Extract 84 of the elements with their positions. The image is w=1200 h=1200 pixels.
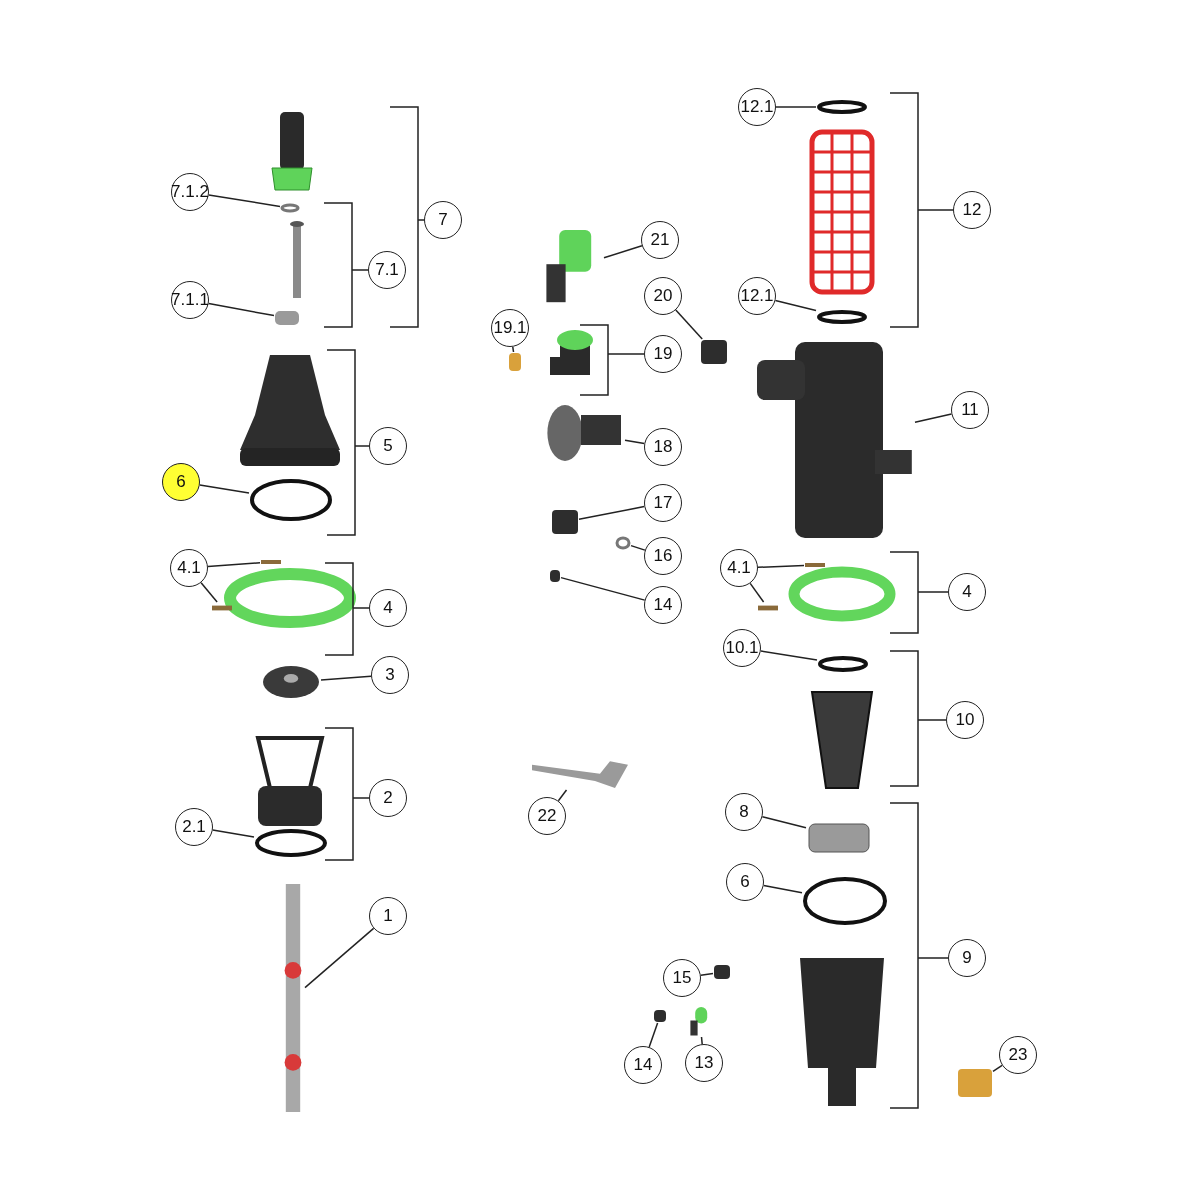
- o-ring-drawing: [249, 478, 333, 522]
- callout-number: 15: [663, 959, 701, 997]
- callout-number: 7.1.2: [171, 173, 209, 211]
- callout-number: 19: [644, 335, 682, 373]
- callout-number: 7: [424, 201, 462, 239]
- leader-line: [200, 581, 218, 603]
- o-ring-drawing: [816, 309, 868, 325]
- leader-line: [560, 576, 646, 601]
- o-ring-drawing: [802, 876, 888, 926]
- leader-line: [320, 675, 372, 681]
- plug-drawing: [700, 339, 728, 365]
- leader-line: [760, 650, 818, 661]
- leader-line: [557, 789, 568, 802]
- callout-number: 12.1: [738, 88, 776, 126]
- leader-line: [914, 413, 953, 423]
- callout-number: 23: [999, 1036, 1037, 1074]
- callout-number: 12.1: [738, 277, 776, 315]
- o-ring-drawing: [254, 828, 328, 858]
- callout-number: 5: [369, 427, 407, 465]
- disc-drawing: [261, 664, 321, 700]
- callout-number: 11: [951, 391, 989, 429]
- plug-drawing: [713, 964, 731, 980]
- callout-number: 9: [948, 939, 986, 977]
- leader-line: [578, 505, 646, 521]
- callout-number: 14: [624, 1046, 662, 1084]
- plug-drawing: [549, 569, 561, 583]
- callout-number: 1: [369, 897, 407, 935]
- fitting-drawing: [508, 352, 522, 372]
- leader-line: [749, 582, 765, 603]
- callout-number: 6: [726, 863, 764, 901]
- leader-line: [757, 564, 805, 569]
- callout-number: 4: [948, 573, 986, 611]
- callout-number: 22: [528, 797, 566, 835]
- callout-number: 20: [644, 277, 682, 315]
- callout-number: 2.1: [175, 808, 213, 846]
- leader-line: [211, 829, 255, 838]
- leader-line: [775, 106, 817, 108]
- callout-number: 19.1: [491, 309, 529, 347]
- leader-line: [207, 562, 261, 568]
- leader-line: [603, 245, 643, 259]
- o-ring-drawing: [816, 99, 868, 115]
- leader-line: [630, 544, 646, 551]
- leader-line: [774, 299, 817, 312]
- callout-number: 2: [369, 779, 407, 817]
- leader-line: [761, 815, 807, 829]
- clip-drawing: [280, 203, 300, 213]
- callout-number: 17: [644, 484, 682, 522]
- callout-number: 4: [369, 589, 407, 627]
- callout-number: 14: [644, 586, 682, 624]
- callout-number: 13: [685, 1044, 723, 1082]
- callout-number: 18: [644, 428, 682, 466]
- leader-line: [700, 1036, 703, 1045]
- screw-drawing: [804, 560, 826, 570]
- callout-number: 3: [371, 656, 409, 694]
- leader-line: [992, 1064, 1003, 1073]
- leader-line: [648, 1022, 659, 1048]
- callout-number: 4.1: [170, 549, 208, 587]
- leader-line: [624, 439, 646, 445]
- leader-line: [207, 302, 275, 317]
- housing-drawing: [755, 340, 915, 540]
- callout-number: 16: [644, 537, 682, 575]
- leader-line: [762, 884, 803, 894]
- callout-number: 10: [946, 701, 984, 739]
- leader-line: [700, 972, 714, 976]
- nut-drawing: [274, 310, 300, 326]
- plug-drawing: [551, 509, 579, 535]
- callout-number: 6: [162, 463, 200, 501]
- leader-line: [512, 346, 515, 353]
- fitting-drawing: [957, 1068, 993, 1098]
- callout-number: 7.1: [368, 251, 406, 289]
- o-ring-drawing: [817, 655, 869, 673]
- callout-number: 21: [641, 221, 679, 259]
- leader-line: [675, 309, 703, 340]
- callout-number: 12: [953, 191, 991, 229]
- screw-drawing: [260, 557, 282, 567]
- callout-number: 10.1: [723, 629, 761, 667]
- callout-number: 7.1.1: [171, 281, 209, 319]
- leader-line: [208, 194, 281, 208]
- plug-drawing: [653, 1009, 667, 1023]
- clip-drawing: [615, 536, 631, 550]
- leader-line: [199, 484, 250, 494]
- leader-line: [304, 927, 375, 989]
- callout-number: 4.1: [720, 549, 758, 587]
- callout-number: 8: [725, 793, 763, 831]
